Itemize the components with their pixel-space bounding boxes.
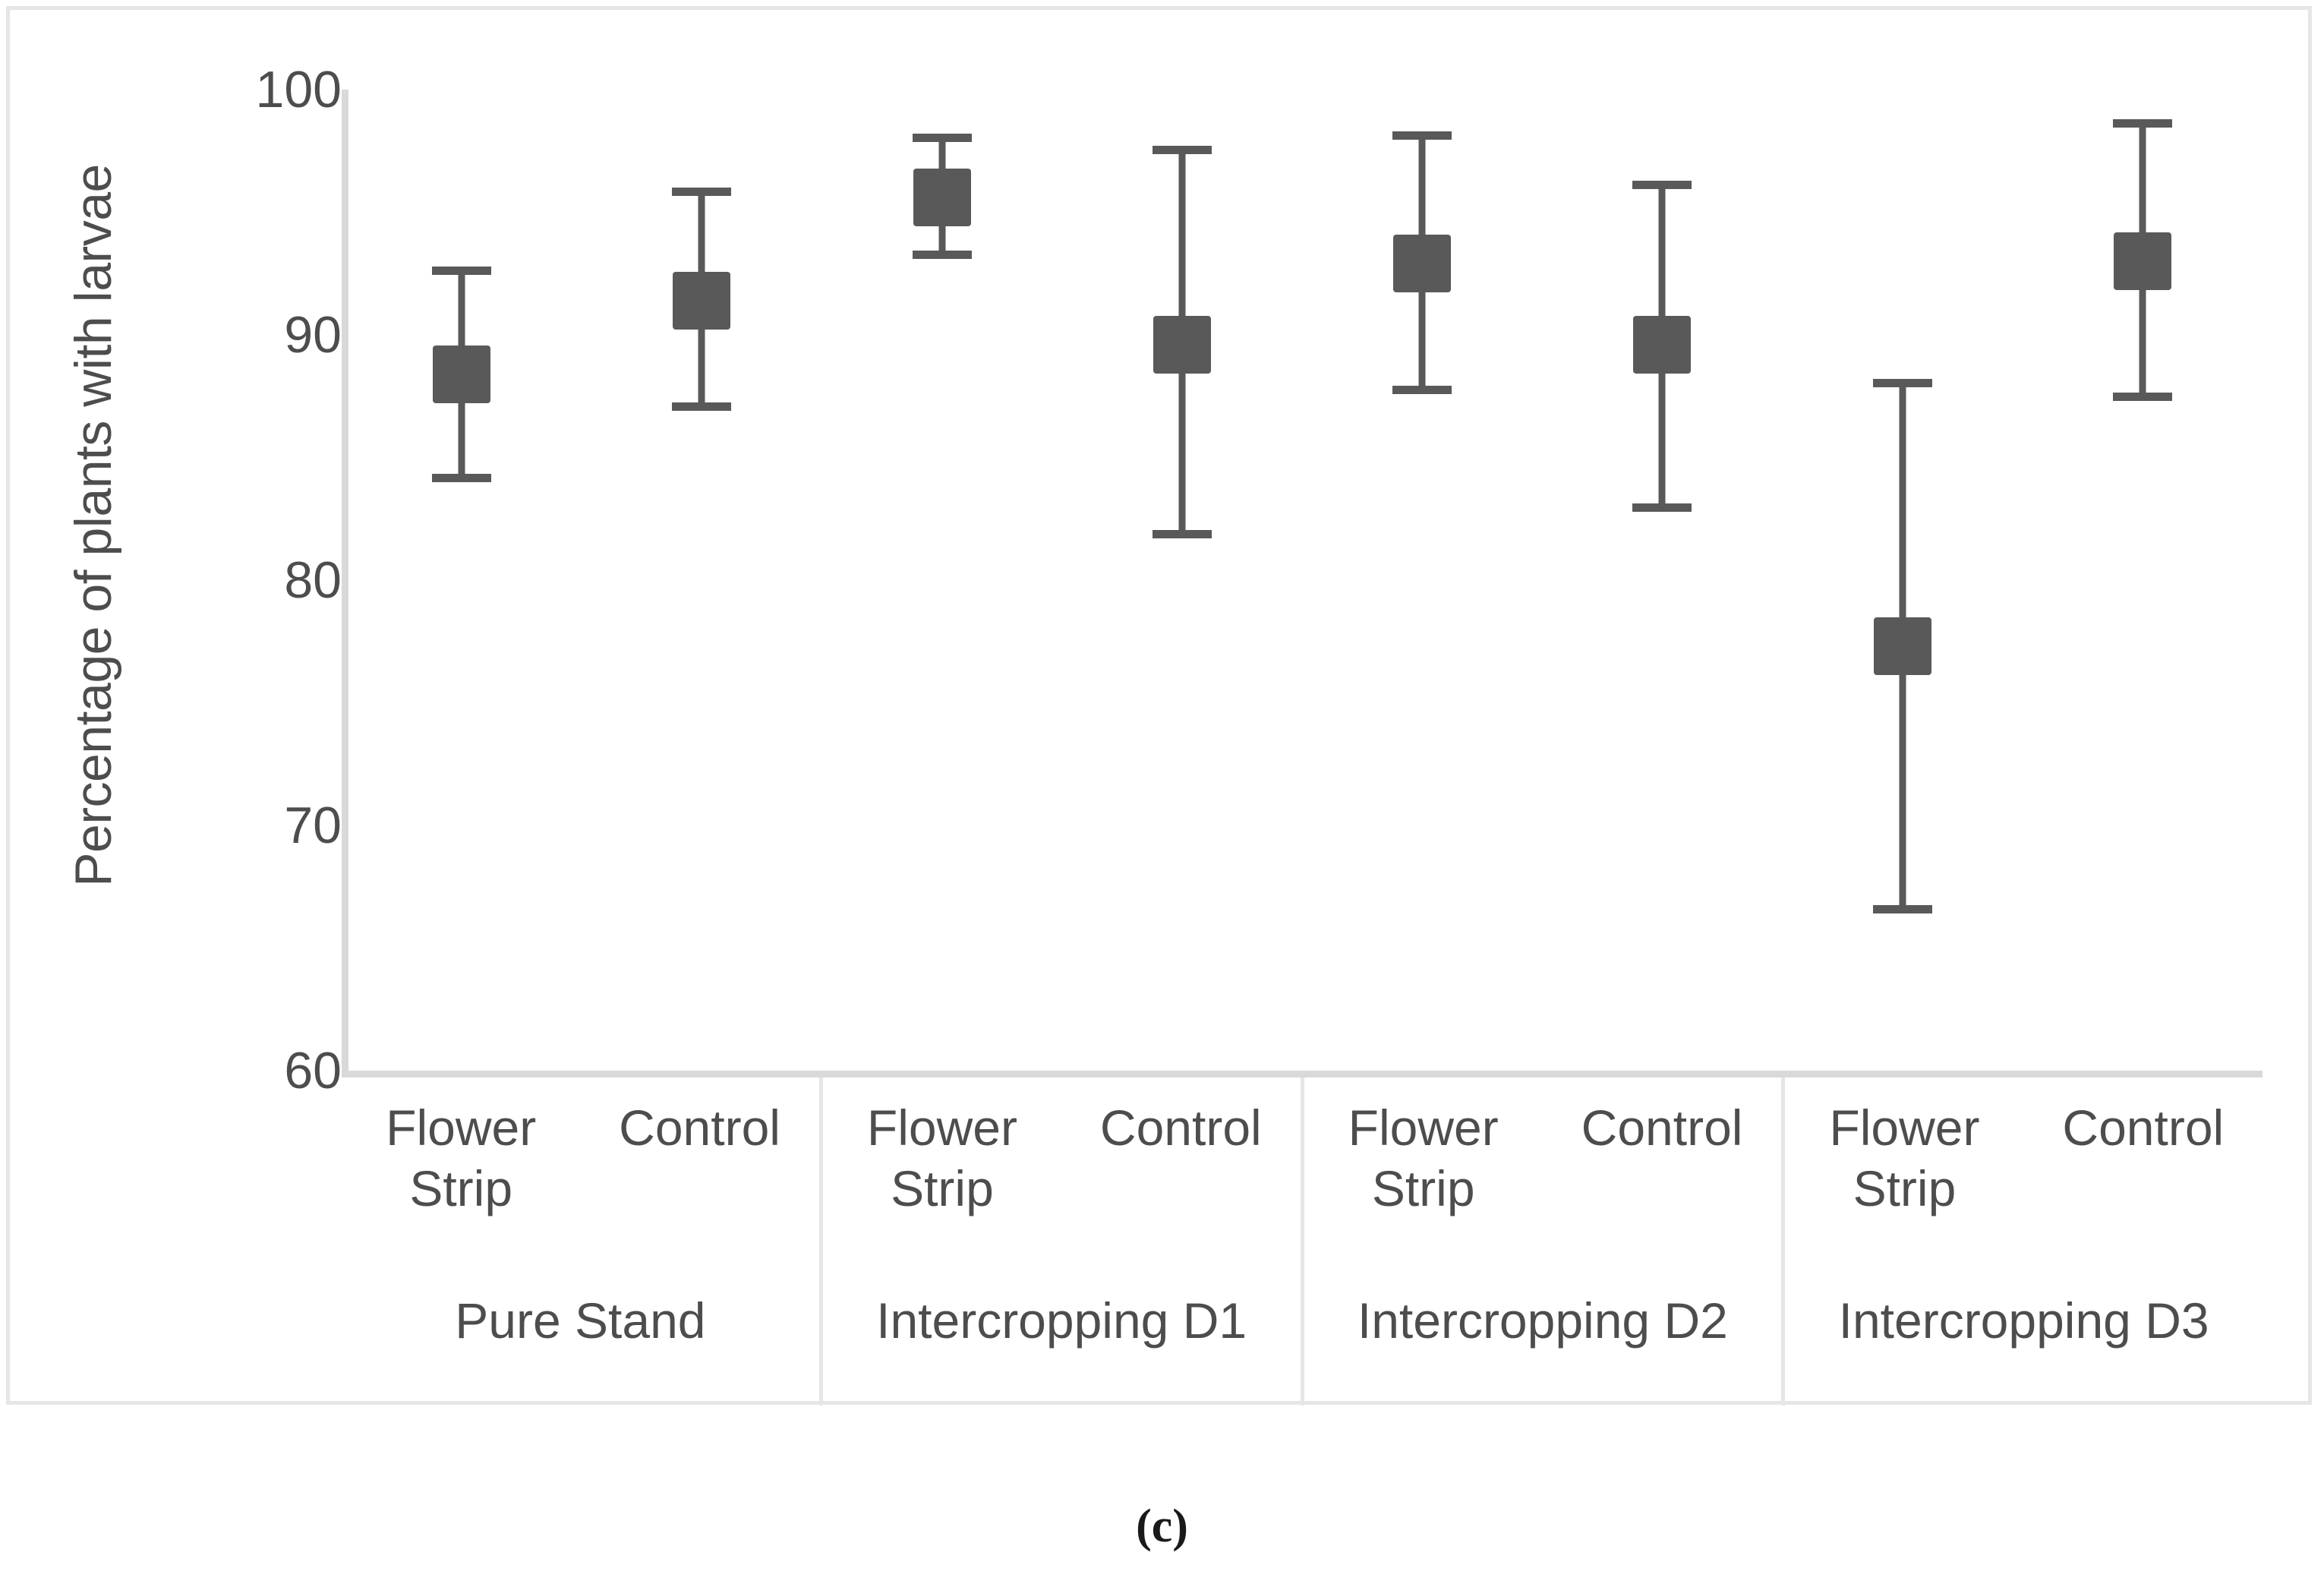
y-tick-label-100: 100 — [255, 61, 342, 118]
x-subcategory-label: Control — [619, 1100, 780, 1156]
x-axis-line — [342, 1071, 2263, 1077]
data-marker — [1393, 235, 1452, 293]
x-group-label: Intercropping D1 — [876, 1292, 1247, 1349]
data-marker — [673, 271, 731, 330]
error-bar-cap-lower — [1392, 385, 1452, 394]
x-group-label: Intercropping D2 — [1357, 1292, 1728, 1349]
x-subcategory-label: Control — [2062, 1100, 2225, 1156]
data-marker — [2113, 232, 2171, 291]
x-subcategory-label: Control — [1099, 1100, 1262, 1156]
y-axis-title: Percentage of plants with larvae — [65, 164, 122, 887]
error-bar-cap-upper — [432, 266, 492, 275]
data-marker — [1153, 315, 1211, 374]
plot-area: 100 90 80 70 60 — [256, 61, 2263, 1100]
data-marker — [1633, 315, 1692, 374]
error-bar-cap-lower — [672, 402, 732, 412]
error-bar-cap-lower — [1632, 503, 1692, 512]
error-bar-cap-lower — [1152, 530, 1212, 539]
x-group-label: Intercropping D3 — [1838, 1292, 2209, 1349]
y-tick-label-70: 70 — [284, 797, 342, 854]
data-marker — [433, 345, 491, 403]
error-bar-cap-lower — [2112, 393, 2172, 402]
y-axis-line — [342, 90, 348, 1071]
error-bar-cap-upper — [912, 134, 972, 143]
error-bar-cap-upper — [672, 188, 732, 197]
error-bar-cap-lower — [432, 473, 492, 482]
y-tick-label-60: 60 — [284, 1042, 342, 1100]
data-marker — [1873, 617, 1931, 676]
error-bar-cap-upper — [1872, 379, 1932, 388]
error-bar-cap-upper — [1152, 146, 1212, 155]
data-marker — [913, 169, 971, 227]
error-bar-cap-upper — [1392, 131, 1452, 140]
error-bar-cap-upper — [1632, 180, 1692, 189]
y-tick-label-90: 90 — [284, 306, 342, 364]
x-subcategory-label: Control — [1581, 1100, 1743, 1156]
error-bar-cap-lower — [1872, 905, 1932, 914]
x-group-label: Pure Stand — [455, 1292, 706, 1349]
y-tick-label-80: 80 — [284, 551, 342, 609]
chart-frame: Percentage of plants with larvae 100 90 80… — [6, 6, 2312, 1406]
error-bar-cap-upper — [2112, 118, 2172, 128]
error-bar-cap-lower — [912, 250, 972, 259]
figure-caption: (c) — [1136, 1500, 1188, 1552]
